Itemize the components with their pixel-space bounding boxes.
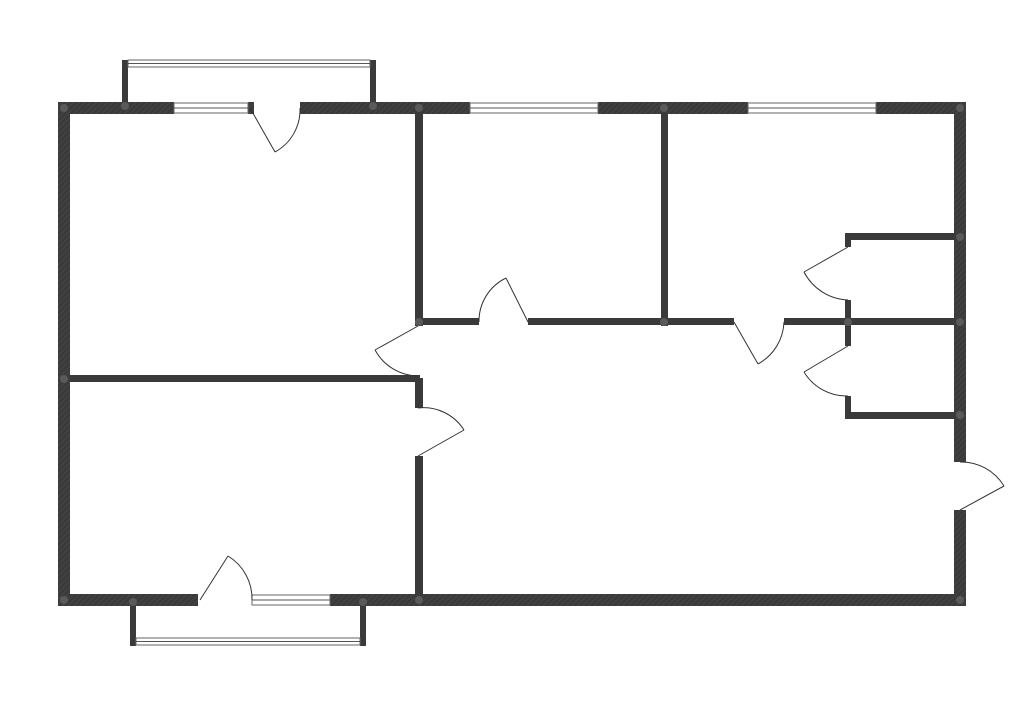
closet-upper-top bbox=[845, 233, 960, 240]
door-room-bottom-left bbox=[417, 407, 465, 457]
wall-h-left bbox=[64, 375, 420, 382]
closet-lower-left-2 bbox=[845, 396, 851, 418]
wall-h-top-rooms-3 bbox=[784, 318, 960, 325]
wall-v-left-jamb bbox=[415, 378, 423, 408]
door-room-top-middle bbox=[478, 277, 529, 323]
wall-h-top-rooms-1 bbox=[415, 318, 479, 325]
wall-bottom-1 bbox=[58, 594, 198, 606]
wall-left bbox=[58, 102, 70, 606]
door-room-top-right bbox=[733, 321, 785, 365]
closet-upper-left-2 bbox=[845, 300, 851, 325]
window-top-right bbox=[747, 102, 877, 114]
doors bbox=[199, 107, 1005, 601]
window-bottom bbox=[251, 594, 331, 606]
outer-walls bbox=[58, 102, 966, 606]
wall-bottom-2 bbox=[330, 594, 966, 606]
wall-v-left-upper bbox=[415, 108, 423, 326]
wall-top-1 bbox=[58, 102, 174, 114]
window-top-left bbox=[173, 102, 249, 114]
wall-top-2 bbox=[248, 102, 254, 114]
wall-top-4 bbox=[598, 102, 748, 114]
wall-top-3 bbox=[300, 102, 470, 114]
windows bbox=[173, 102, 877, 606]
wall-v-middle bbox=[661, 108, 668, 326]
door-closet-upper bbox=[803, 246, 849, 301]
wall-nodes bbox=[60, 102, 964, 606]
door-balcony-bottom bbox=[199, 555, 253, 601]
door-balcony-top bbox=[249, 107, 301, 153]
wall-v-left-lower bbox=[415, 456, 423, 602]
closet-lower-left-1 bbox=[845, 322, 851, 346]
door-entrance bbox=[959, 461, 1005, 511]
closet-lower-bottom bbox=[845, 412, 960, 419]
wall-h-top-rooms-2 bbox=[528, 318, 734, 325]
balcony-top bbox=[122, 59, 376, 104]
door-room-top-left bbox=[374, 325, 419, 377]
wall-right-1 bbox=[954, 102, 966, 462]
window-top-middle bbox=[469, 102, 599, 114]
balcony-bottom bbox=[130, 604, 366, 646]
wall-top-5 bbox=[876, 102, 966, 114]
closet-upper-left bbox=[845, 233, 851, 247]
wall-right-2 bbox=[954, 510, 966, 606]
door-closet-lower bbox=[803, 345, 849, 397]
interior-walls bbox=[64, 108, 960, 602]
